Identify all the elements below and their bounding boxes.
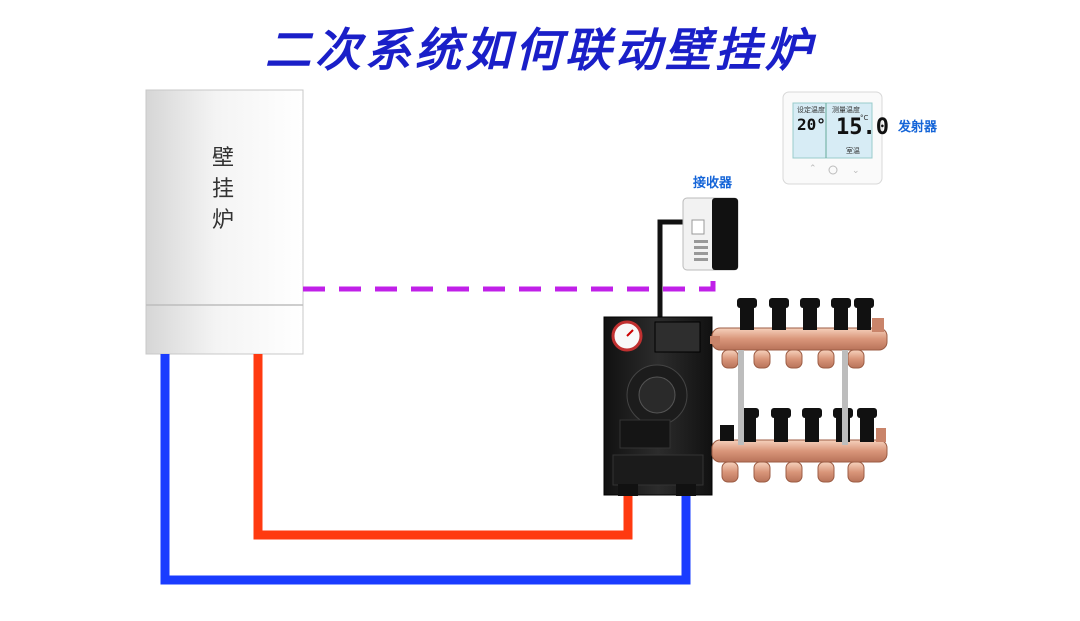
diagram-title: 二次系统如何联动壁挂炉 (265, 23, 815, 77)
thermostat-set-value: 20° (797, 115, 826, 134)
receiver-label: 接收器 (693, 176, 733, 191)
svg-text:⌄: ⌄ (852, 166, 860, 176)
signal-line (303, 272, 716, 292)
thermostat-mode-label: 室温 (846, 147, 860, 155)
manifold-bracket (842, 350, 848, 445)
thermostat-device: ⌃ ⌄ (782, 91, 883, 185)
manifold-bracket (738, 350, 744, 445)
hot-water-pipe (253, 354, 633, 540)
boiler-label: 壁挂炉 (211, 146, 234, 233)
transmitter-label: 发射器 (898, 120, 938, 135)
thermostat-measured-label: 测量温度 (832, 106, 860, 114)
cold-water-pipe (160, 354, 691, 585)
thermostat-unit: °C (860, 114, 869, 122)
thermostat-measured-value: 15.0 (836, 115, 889, 140)
receiver-device (682, 197, 739, 271)
manifold-supply (710, 298, 888, 369)
thermostat-set-label: 设定温度 (797, 106, 825, 114)
boiler (145, 89, 304, 355)
svg-text:⌃: ⌃ (809, 164, 817, 174)
mixing-center (603, 316, 713, 496)
